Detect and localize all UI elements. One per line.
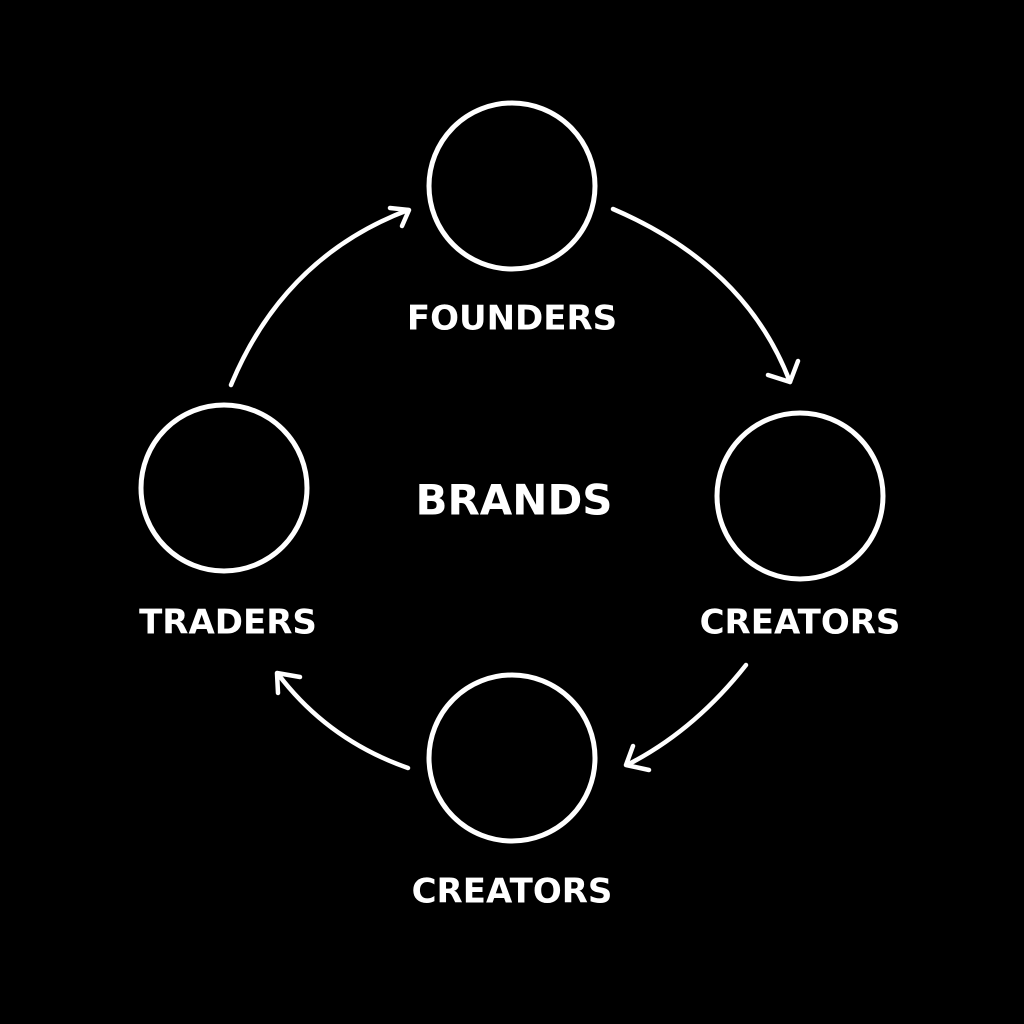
node-label-bottom: CREATORS [412, 872, 613, 912]
arrow-right-to-bottom [623, 662, 749, 773]
arrow-bottom-to-left-head [274, 670, 303, 696]
node-label-right: CREATORS [700, 603, 901, 643]
center-label: BRANDS [415, 476, 612, 525]
arrow-top-to-right [610, 206, 801, 385]
arrow-bottom-to-left [274, 670, 411, 771]
node-circle-bottom[interactable] [426, 672, 598, 844]
arrow-bottom-to-left-curve [275, 671, 411, 771]
arrow-right-to-bottom-curve [624, 662, 749, 768]
arrow-top-to-right-curve [610, 206, 793, 385]
node-circle-left[interactable] [138, 402, 310, 574]
node-circle-right[interactable] [714, 410, 886, 582]
arrow-left-to-top [228, 205, 412, 388]
arrow-left-to-top-curve [228, 207, 411, 388]
node-circle-top[interactable] [426, 100, 598, 272]
arrow-left-to-top-head [387, 205, 412, 229]
arrow-right-to-bottom-head [623, 743, 652, 773]
arrow-top-to-right-head [765, 358, 801, 385]
node-label-left: TRADERS [139, 603, 317, 643]
node-label-top: FOUNDERS [407, 299, 617, 339]
